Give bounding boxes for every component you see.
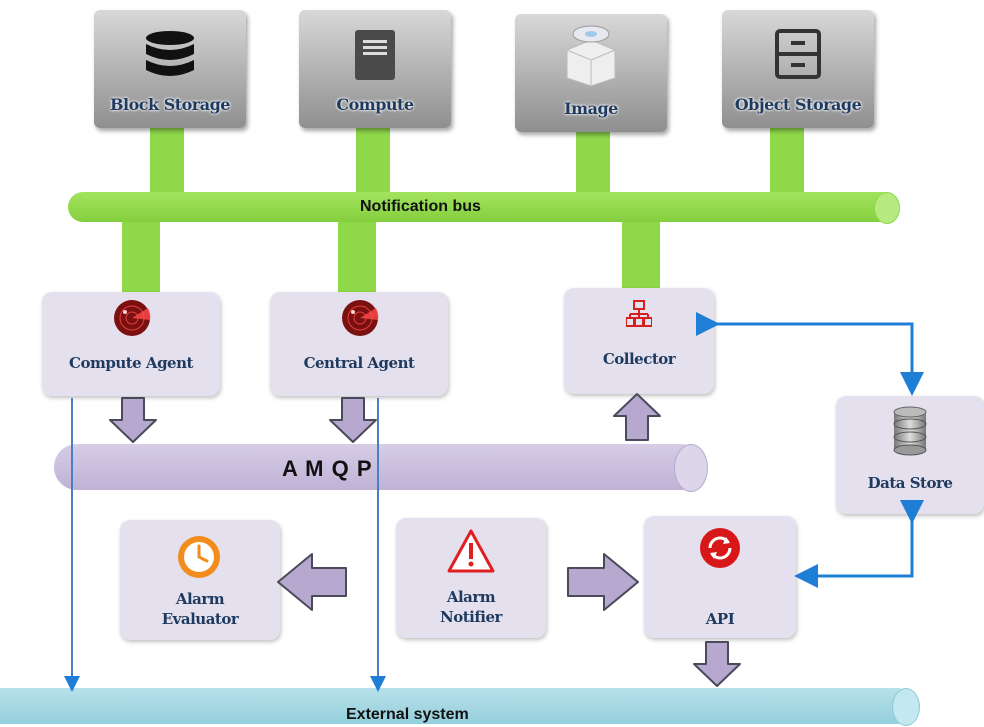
pipe-image xyxy=(576,126,610,198)
collector-box: Collector xyxy=(564,288,714,394)
warning-icon xyxy=(447,529,495,573)
api-box: API xyxy=(644,516,796,638)
service-label: Image xyxy=(564,99,618,118)
amqp-bus-cap xyxy=(674,444,708,492)
notification-bus xyxy=(68,192,898,222)
database-icon xyxy=(893,406,927,456)
amqp-bus-label: A M Q P xyxy=(282,456,373,481)
file-cabinet-icon xyxy=(775,29,821,79)
service-label: Compute xyxy=(336,95,414,114)
service-compute: Compute xyxy=(299,10,451,128)
data-store-box: Data Store xyxy=(836,396,984,514)
radar-icon xyxy=(114,300,151,336)
alarm-evaluator-label-2: Evaluator xyxy=(161,610,239,628)
central-agent-box: Central Agent xyxy=(270,292,448,396)
external-system-bus-cap xyxy=(892,688,920,726)
pipe-compute xyxy=(356,126,390,198)
pipe-compute-agent xyxy=(122,218,160,293)
external-system-bus xyxy=(0,688,916,724)
arrow-down-api xyxy=(693,641,741,687)
clock-icon xyxy=(178,536,220,578)
external-system-bus-label: External system xyxy=(346,706,469,723)
alarm-evaluator-box: Alarm Evaluator xyxy=(120,520,280,640)
refresh-icon xyxy=(700,528,740,568)
radar-icon xyxy=(342,300,379,336)
disk-image-box-icon xyxy=(566,25,616,87)
central-agent-label: Central Agent xyxy=(303,354,415,372)
collector-datastore-connector xyxy=(696,312,924,396)
pipe-central-agent xyxy=(338,218,376,293)
arrow-up-collector xyxy=(613,393,661,441)
pipe-object-storage xyxy=(770,126,804,198)
alarm-evaluator-label-1: Alarm xyxy=(175,590,225,608)
service-image: Image xyxy=(515,14,667,132)
compute-agent-label: Compute Agent xyxy=(69,354,193,372)
compute-agent-box: Compute Agent xyxy=(42,292,220,396)
server-icon xyxy=(355,30,395,80)
alarm-notifier-box: Alarm Notifier xyxy=(396,518,546,638)
database-stack-icon xyxy=(146,31,194,76)
service-label: Block Storage xyxy=(110,95,230,114)
arrow-down-compute-agent xyxy=(109,397,157,443)
datastore-api-connector xyxy=(794,500,924,588)
api-label: API xyxy=(705,610,735,628)
alarm-notifier-label-1: Alarm xyxy=(446,588,496,606)
alarm-notifier-label-2: Notifier xyxy=(440,608,502,626)
network-hierarchy-icon xyxy=(626,300,652,327)
notification-bus-label: Notification bus xyxy=(360,198,481,215)
notification-bus-cap xyxy=(874,192,900,224)
arrow-right-api xyxy=(567,553,639,611)
pipe-collector xyxy=(622,218,660,290)
service-label: Object Storage xyxy=(734,95,862,114)
collector-label: Collector xyxy=(602,350,676,368)
pipe-block-storage xyxy=(150,126,184,198)
arrow-left-alarm-evaluator xyxy=(277,553,347,611)
service-block-storage: Block Storage xyxy=(94,10,246,128)
data-store-label: Data Store xyxy=(867,474,953,492)
service-object-storage: Object Storage xyxy=(722,10,874,128)
arrow-down-central-agent xyxy=(329,397,377,443)
